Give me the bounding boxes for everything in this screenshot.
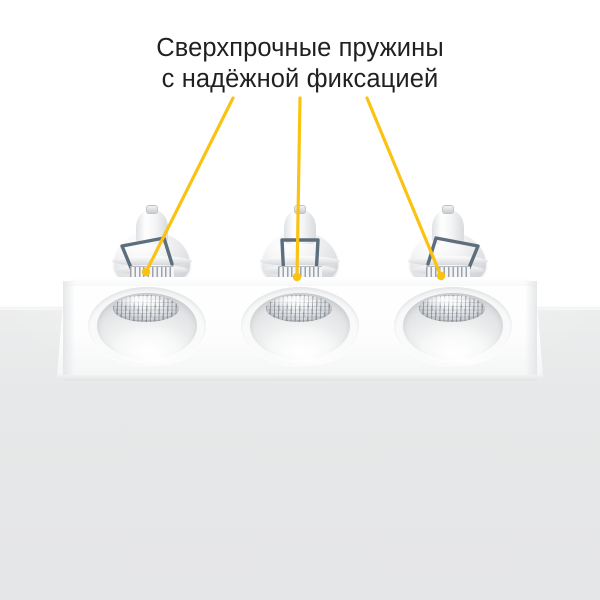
caption-text: Сверхпрочные пружины с надёжной фиксацие…	[156, 34, 444, 93]
heatsink-fin	[408, 256, 488, 266]
cone-bowl	[403, 293, 505, 365]
cone-highlight	[113, 323, 199, 365]
cob-led-emitter	[113, 295, 179, 322]
frame-side-left	[63, 281, 75, 377]
reflector-cone-left	[88, 287, 206, 365]
cob-led-emitter	[419, 295, 485, 322]
cone-highlight	[419, 323, 505, 365]
frame-bottom-edge	[57, 375, 543, 381]
frame-side-right	[525, 281, 537, 377]
reflector-cone-center	[241, 287, 359, 365]
cob-led-emitter	[266, 295, 332, 322]
cone-highlight	[266, 323, 352, 365]
frame-top-edge	[64, 277, 536, 286]
reflector-cone-right	[394, 287, 512, 365]
